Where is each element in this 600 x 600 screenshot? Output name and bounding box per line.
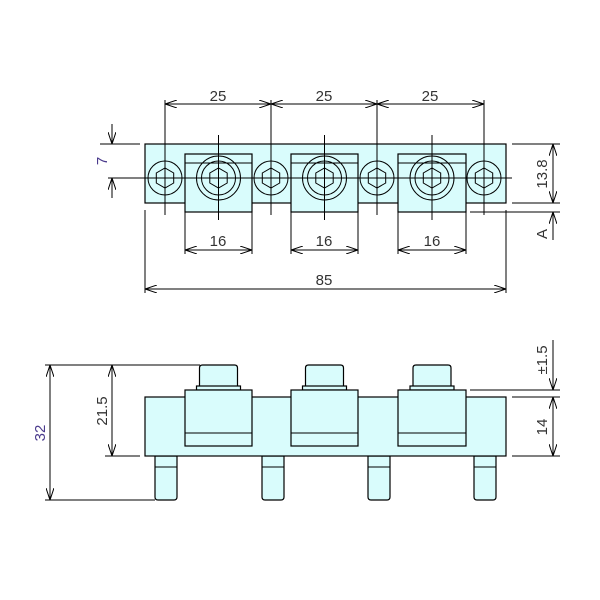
offset-dim: A bbox=[534, 229, 551, 239]
clamp-block-front bbox=[184, 389, 253, 447]
top-view: 25 25 25 16 16 16 85 7 13.8 A bbox=[94, 88, 560, 293]
overall-length-dim: 85 bbox=[316, 272, 333, 289]
bolt-washer-front bbox=[195, 385, 242, 391]
block-width-dim-2: 16 bbox=[316, 233, 333, 250]
block-width-dim-1: 16 bbox=[210, 233, 227, 250]
bolt-head-front bbox=[304, 364, 345, 391]
total-height-dim: 32 bbox=[32, 425, 49, 442]
pitch-dim-3: 25 bbox=[422, 88, 439, 105]
pitch-dim-2: 25 bbox=[316, 88, 333, 105]
locating-pin bbox=[261, 455, 285, 501]
upper-height-dim: 21.5 bbox=[94, 396, 111, 425]
tolerance-dim: ±1.5 bbox=[534, 345, 551, 374]
locating-pin bbox=[367, 455, 391, 501]
front-view: 32 21.5 ±1.5 14 bbox=[32, 340, 560, 501]
body-height-dim: 14 bbox=[534, 419, 551, 436]
locating-pin bbox=[154, 455, 178, 501]
bolt-head-front bbox=[412, 364, 452, 391]
bolt-washer-front bbox=[301, 385, 348, 391]
clamp-block-front bbox=[290, 389, 359, 447]
locating-pin bbox=[473, 455, 497, 501]
height-dim: 13.8 bbox=[534, 159, 551, 188]
clamp-block-front bbox=[397, 389, 467, 447]
block-width-dim-3: 16 bbox=[424, 233, 441, 250]
center-offset-dim: 7 bbox=[94, 157, 111, 165]
bolt-head-front bbox=[198, 364, 239, 391]
pitch-dim-1: 25 bbox=[210, 88, 227, 105]
bolt-washer-front bbox=[409, 385, 455, 391]
